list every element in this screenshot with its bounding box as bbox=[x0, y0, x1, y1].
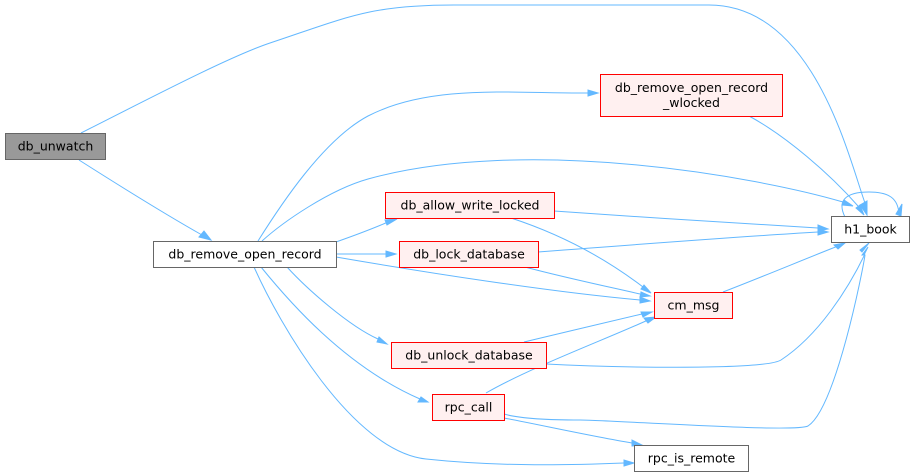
edge-line bbox=[503, 254, 866, 429]
edge-line bbox=[335, 256, 641, 301]
node-box bbox=[153, 241, 337, 268]
arrowhead-icon bbox=[623, 459, 636, 467]
edge-db-remove-open-record-to-db-allow-write-locked bbox=[335, 218, 398, 243]
node-rpc-call[interactable]: rpc_call bbox=[432, 394, 505, 421]
edge-line bbox=[553, 210, 819, 229]
edge-line bbox=[253, 266, 625, 466]
edge-db-lock-database-to-cm-msg bbox=[524, 266, 652, 298]
edge-line bbox=[257, 91, 589, 242]
nodes-layer: db_unwatchdb_remove_open_recorddb_remove… bbox=[5, 74, 910, 472]
node-db-remove-open-record-wlocked[interactable]: db_remove_open_record_wlocked bbox=[600, 74, 783, 117]
edge-db-remove-open-record-to-h1-book bbox=[261, 159, 854, 242]
edge-line bbox=[335, 221, 389, 243]
node-box bbox=[432, 394, 505, 421]
edge-db-remove-open-record-to-db-remove-open-record-wlocked bbox=[257, 89, 600, 242]
edge-db-unlock-database-to-h1-book bbox=[545, 242, 870, 368]
edge-db-remove-open-record-to-db-unlock-database bbox=[286, 266, 389, 345]
edge-db-allow-write-locked-to-h1-book bbox=[553, 210, 830, 232]
arrowhead-icon bbox=[640, 311, 654, 318]
arrowhead-icon bbox=[587, 89, 600, 97]
edge-h1-book-to-h1-book bbox=[841, 191, 903, 218]
arrowhead-icon bbox=[198, 230, 213, 241]
edge-line bbox=[78, 159, 203, 236]
arrowhead-icon bbox=[385, 250, 398, 258]
edge-line bbox=[286, 266, 379, 340]
edge-db-unlock-database-to-cm-msg bbox=[523, 311, 654, 343]
node-cm-msg[interactable]: cm_msg bbox=[654, 292, 733, 319]
node-label: _wlocked bbox=[662, 95, 720, 110]
edge-db-lock-database-to-h1-book bbox=[537, 228, 830, 253]
edges-layer bbox=[78, 4, 903, 467]
arrowhead-icon bbox=[861, 246, 869, 256]
arrowhead-icon bbox=[832, 242, 847, 250]
arrowhead-icon bbox=[639, 296, 652, 304]
edge-line bbox=[537, 231, 819, 253]
edge-line bbox=[524, 266, 641, 295]
edge-db-remove-open-record-wlocked-to-h1-book bbox=[748, 115, 865, 216]
node-box bbox=[831, 216, 910, 243]
node-box bbox=[5, 133, 106, 160]
edge-db-remove-open-record-to-rpc-call bbox=[260, 266, 430, 403]
node-label: db_unlock_database bbox=[405, 348, 533, 363]
edge-rpc-call-to-cm-msg bbox=[485, 316, 658, 394]
node-label: db_unwatch bbox=[18, 139, 94, 154]
edge-line bbox=[503, 417, 633, 444]
arrowhead-icon bbox=[640, 284, 652, 294]
node-db-unlock-database[interactable]: db_unlock_database bbox=[391, 342, 547, 369]
node-box bbox=[600, 74, 783, 117]
arrowhead-icon bbox=[384, 218, 398, 226]
arrowhead-icon bbox=[859, 242, 870, 253]
node-label: rpc_is_remote bbox=[648, 451, 736, 466]
edge-line bbox=[260, 266, 421, 400]
edge-db-allow-write-locked-to-cm-msg bbox=[510, 217, 652, 294]
node-db-remove-open-record[interactable]: db_remove_open_record bbox=[153, 241, 337, 268]
edge-rpc-call-to-rpc-is-remote bbox=[503, 417, 644, 447]
edge-line bbox=[545, 253, 866, 368]
edge-cm-msg-to-h1-book bbox=[722, 242, 847, 293]
edge-line bbox=[80, 4, 866, 204]
arrowhead-icon bbox=[417, 396, 430, 403]
arrowhead-icon bbox=[643, 316, 658, 324]
edge-db-remove-open-record-to-db-lock-database bbox=[336, 250, 398, 258]
node-db-unwatch[interactable]: db_unwatch bbox=[5, 133, 106, 160]
arrowhead-icon bbox=[895, 203, 903, 217]
edge-rpc-call-to-h1-book bbox=[503, 246, 869, 429]
node-box bbox=[654, 292, 733, 319]
node-db-lock-database[interactable]: db_lock_database bbox=[399, 241, 539, 268]
arrowhead-icon bbox=[817, 228, 830, 236]
node-box bbox=[385, 192, 555, 219]
edge-db-remove-open-record-to-cm-msg bbox=[335, 256, 652, 304]
edge-db-unwatch-to-db-remove-open-record bbox=[78, 159, 213, 241]
node-db-allow-write-locked[interactable]: db_allow_write_locked bbox=[385, 192, 555, 219]
edge-line bbox=[485, 319, 649, 394]
node-h1-book[interactable]: h1_book bbox=[831, 216, 910, 243]
node-label: rpc_call bbox=[445, 400, 493, 415]
edge-line bbox=[722, 245, 839, 293]
edge-line bbox=[510, 217, 644, 288]
edge-line bbox=[523, 313, 643, 343]
arrowhead-icon bbox=[855, 204, 865, 216]
edge-line bbox=[748, 115, 859, 207]
edge-db-remove-open-record-to-rpc-is-remote bbox=[253, 266, 636, 467]
node-box bbox=[399, 241, 539, 268]
node-box bbox=[391, 342, 547, 369]
node-label: db_allow_write_locked bbox=[401, 198, 540, 213]
arrowhead-icon bbox=[639, 291, 652, 298]
node-label: db_lock_database bbox=[413, 247, 525, 262]
edge-line bbox=[261, 159, 844, 242]
node-box bbox=[634, 445, 749, 472]
arrowhead-icon bbox=[376, 336, 389, 345]
node-label: h1_book bbox=[844, 222, 897, 237]
arrowhead-icon bbox=[859, 200, 868, 217]
node-rpc-is-remote[interactable]: rpc_is_remote bbox=[634, 445, 749, 472]
edge-line bbox=[841, 191, 900, 218]
node-label: cm_msg bbox=[668, 298, 720, 313]
node-label: db_remove_open_record bbox=[615, 80, 768, 95]
node-label: db_remove_open_record bbox=[168, 247, 321, 262]
edge-db-unwatch-to-h1-book bbox=[80, 4, 868, 217]
